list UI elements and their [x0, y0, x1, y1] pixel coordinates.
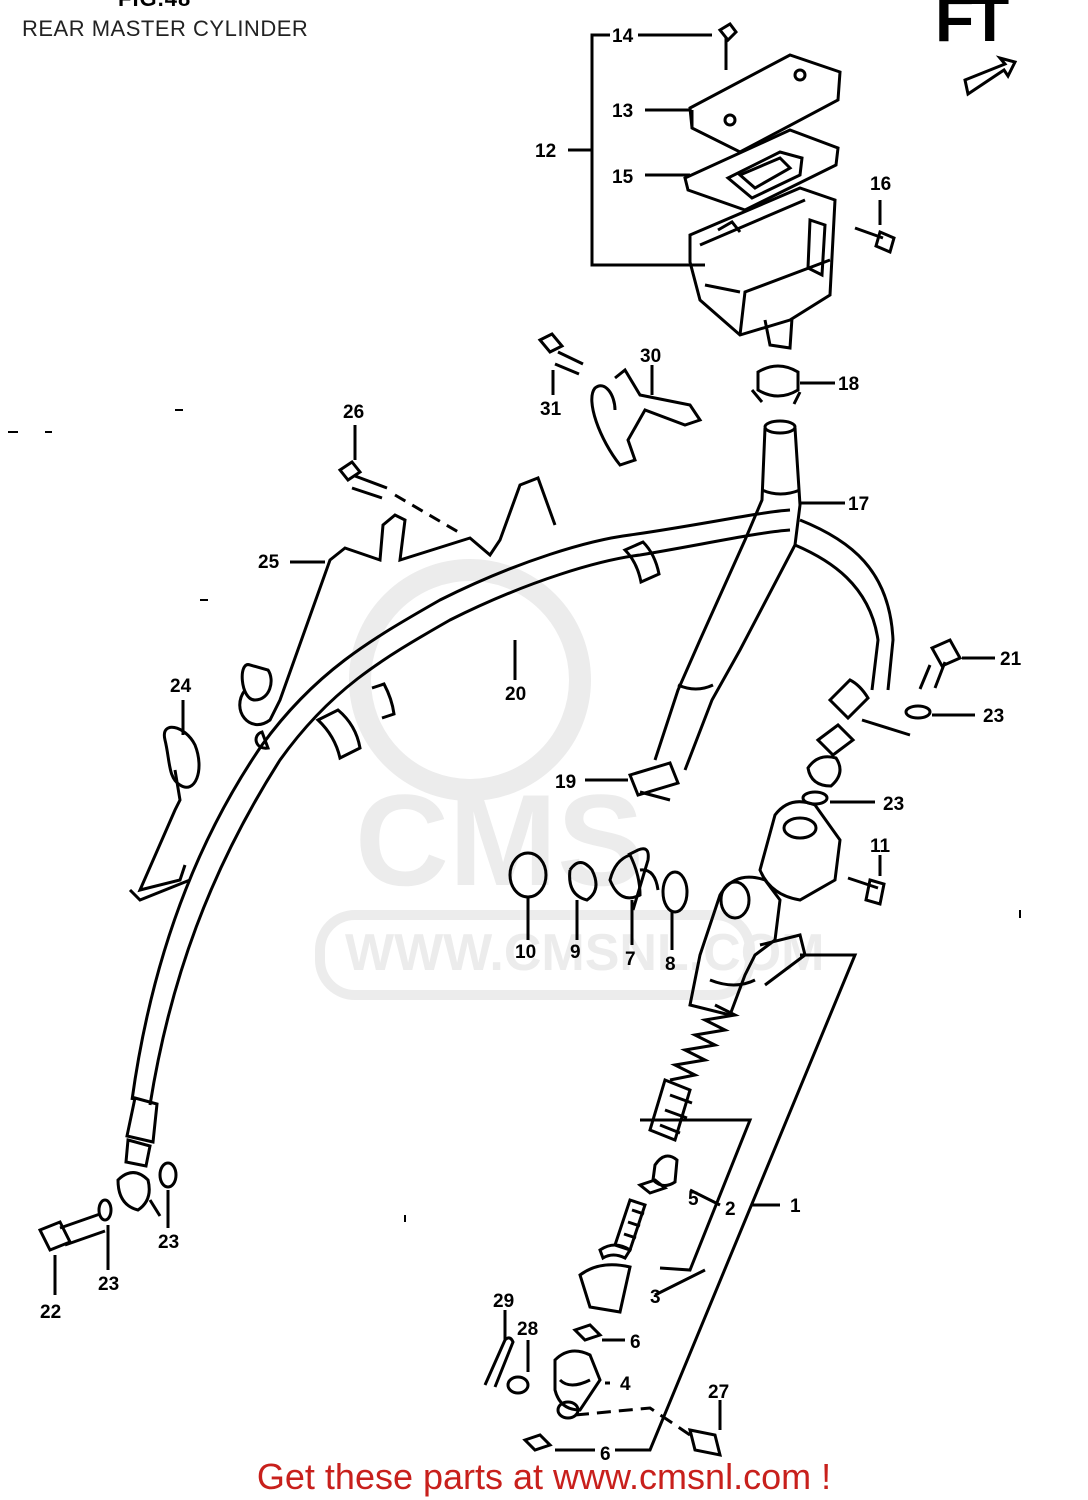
callout-6a: 6: [630, 1332, 641, 1353]
watermark-url-text: WWW.CMSNL.COM: [345, 924, 824, 982]
callout-23a: 23: [98, 1274, 119, 1295]
front-arrow-icon: [963, 55, 1018, 97]
callout-23d: 23: [883, 794, 904, 815]
callout-4: 4: [620, 1374, 631, 1395]
reservoir-assembly: [568, 22, 896, 350]
hose-guide-clamps: [128, 425, 557, 902]
page-title: REAR MASTER CYLINDER: [22, 16, 309, 41]
callout-16: 16: [870, 174, 891, 195]
callout-3: 3: [650, 1287, 661, 1308]
callout-14: 14: [612, 26, 634, 47]
master-cylinder: [483, 638, 995, 1457]
callout-30: 30: [640, 346, 661, 367]
corner-mark: FT: [935, 0, 1009, 55]
callout-29: 29: [493, 1291, 514, 1312]
reservoir-hose: [585, 364, 895, 802]
callout-23c: 23: [983, 706, 1004, 727]
callout-20: 20: [505, 684, 526, 705]
callout-25: 25: [258, 552, 280, 573]
callout-2: 2: [725, 1199, 736, 1220]
callout-24: 24: [170, 676, 192, 697]
scan-marks: [8, 409, 1021, 1222]
figure-number: FIG.48: [118, 0, 191, 12]
callout-26: 26: [343, 402, 364, 423]
watermark-logo-text: CMS: [355, 767, 644, 913]
hose-clip-and-bolt: [537, 332, 703, 467]
callout-13: 13: [612, 101, 633, 122]
callout-6b: 6: [600, 1444, 611, 1465]
callout-31: 31: [540, 399, 562, 420]
callout-17: 17: [848, 494, 869, 515]
callout-5: 5: [688, 1189, 699, 1210]
callout-22: 22: [40, 1302, 61, 1323]
parts-shop-link[interactable]: Get these parts at www.cmsnl.com !: [256, 1456, 832, 1497]
callout-15: 15: [612, 167, 634, 188]
watermark: CMS WWW.CMSNL.COM: [315, 559, 824, 1000]
callout-labels: 1 2 3 4 5 6 6 7 8 9 10 11 12 13 14 15 16…: [40, 26, 1022, 1465]
callout-11: 11: [870, 836, 891, 857]
callout-10: 10: [515, 942, 536, 963]
brake-hose: [37, 508, 791, 1295]
callout-28: 28: [517, 1319, 538, 1340]
callout-12: 12: [535, 141, 556, 162]
callout-8: 8: [665, 954, 676, 975]
callout-18: 18: [838, 374, 859, 395]
callout-7: 7: [625, 949, 636, 970]
callout-27: 27: [708, 1382, 729, 1403]
callout-9: 9: [570, 942, 581, 963]
callout-23b: 23: [158, 1232, 179, 1253]
callout-1: 1: [790, 1196, 801, 1217]
callout-21: 21: [1000, 649, 1022, 670]
callout-19: 19: [555, 772, 576, 793]
